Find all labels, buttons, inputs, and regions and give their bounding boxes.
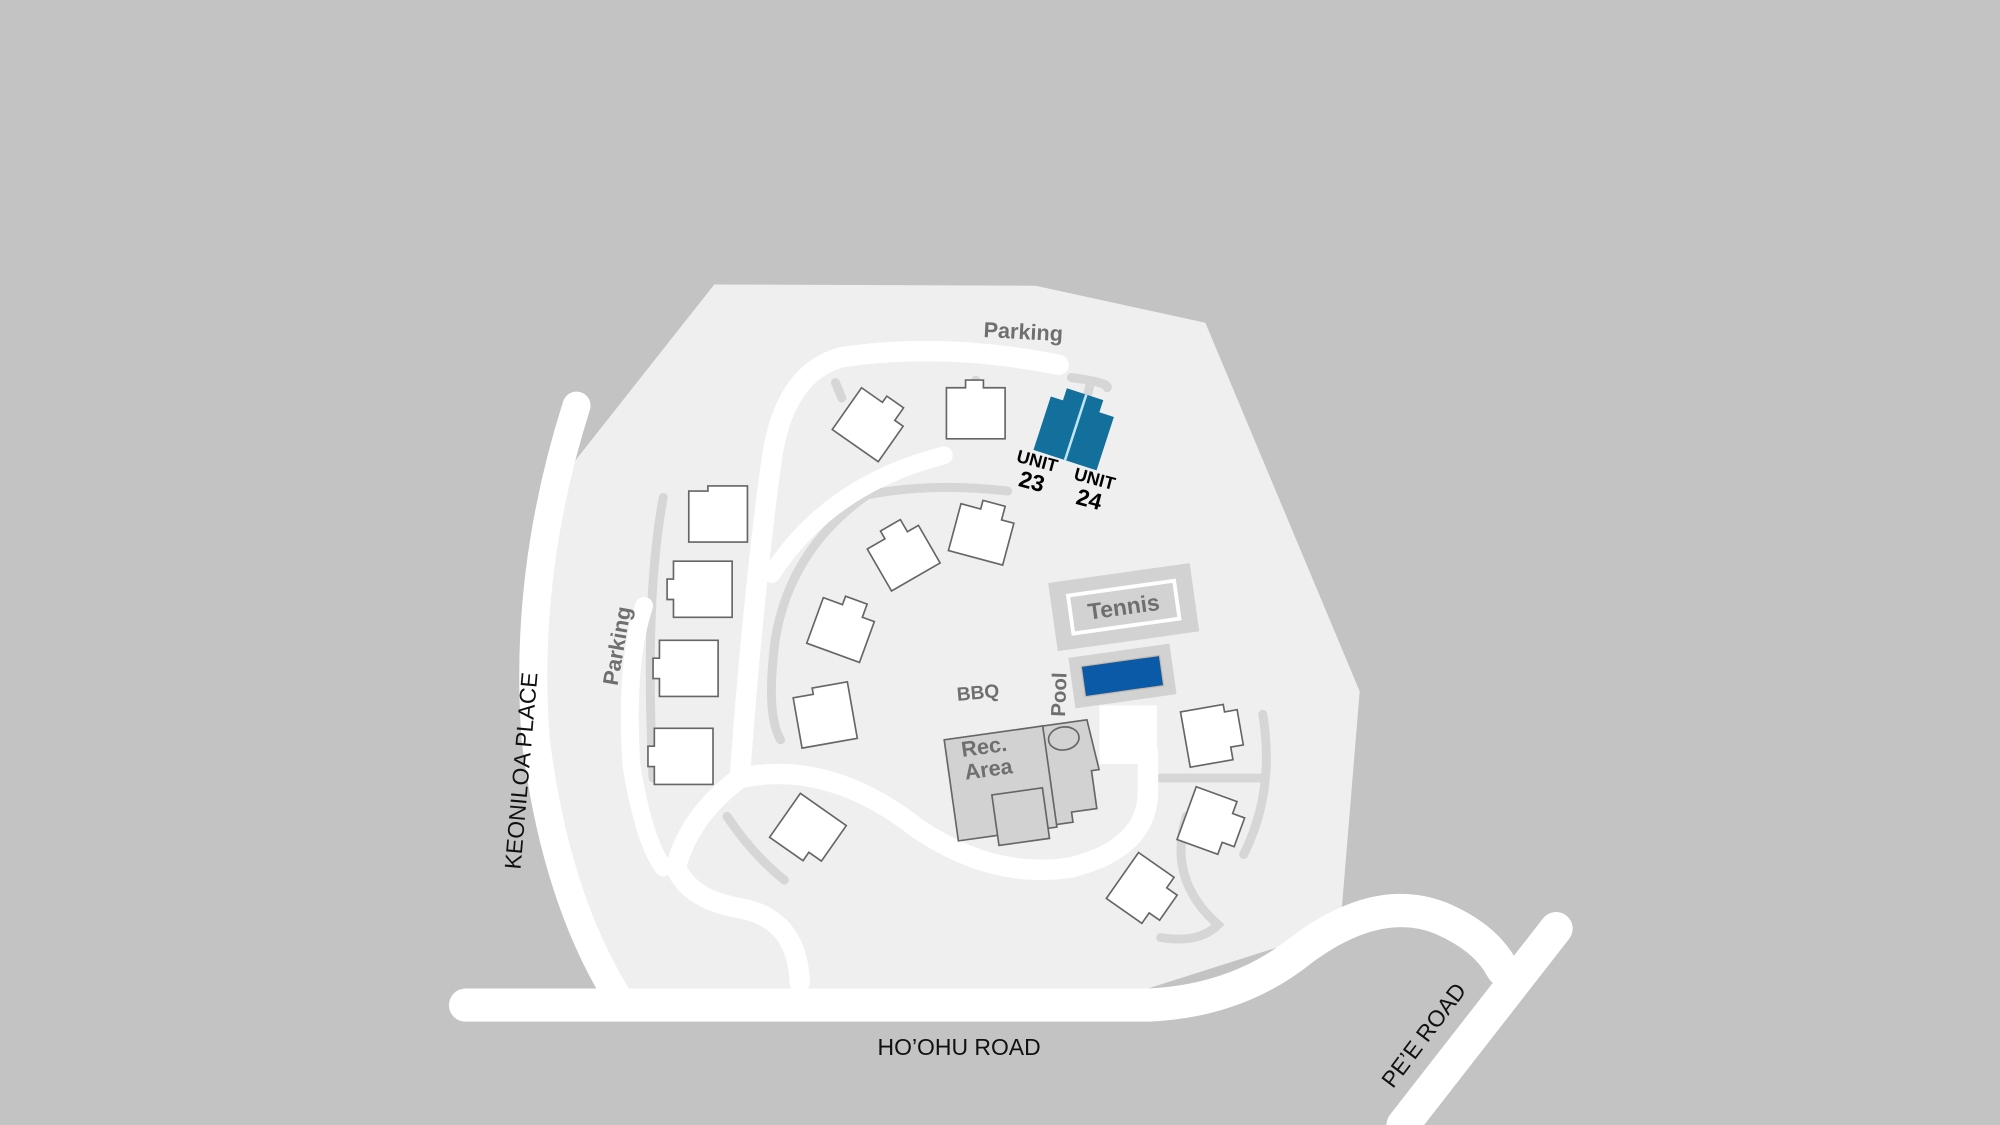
rec-area [943, 718, 1101, 847]
houses [647, 379, 1246, 925]
internal-drives [620, 340, 1159, 993]
tennis-court: Tennis [1048, 563, 1200, 652]
pool [1068, 643, 1177, 709]
pool-deck [1099, 705, 1157, 765]
units-23-24-building[interactable] [1033, 384, 1117, 471]
hoohu-road-label: HO’OHU ROAD [878, 1034, 1041, 1060]
bbq-label: BBQ [956, 681, 1000, 706]
pee-road [1386, 911, 1573, 1125]
keoniloa-place-road [519, 391, 629, 1007]
pool-label: Pool [1048, 672, 1072, 717]
hoohu-road [448, 893, 1520, 1022]
parking-top-label: Parking [983, 317, 1064, 346]
